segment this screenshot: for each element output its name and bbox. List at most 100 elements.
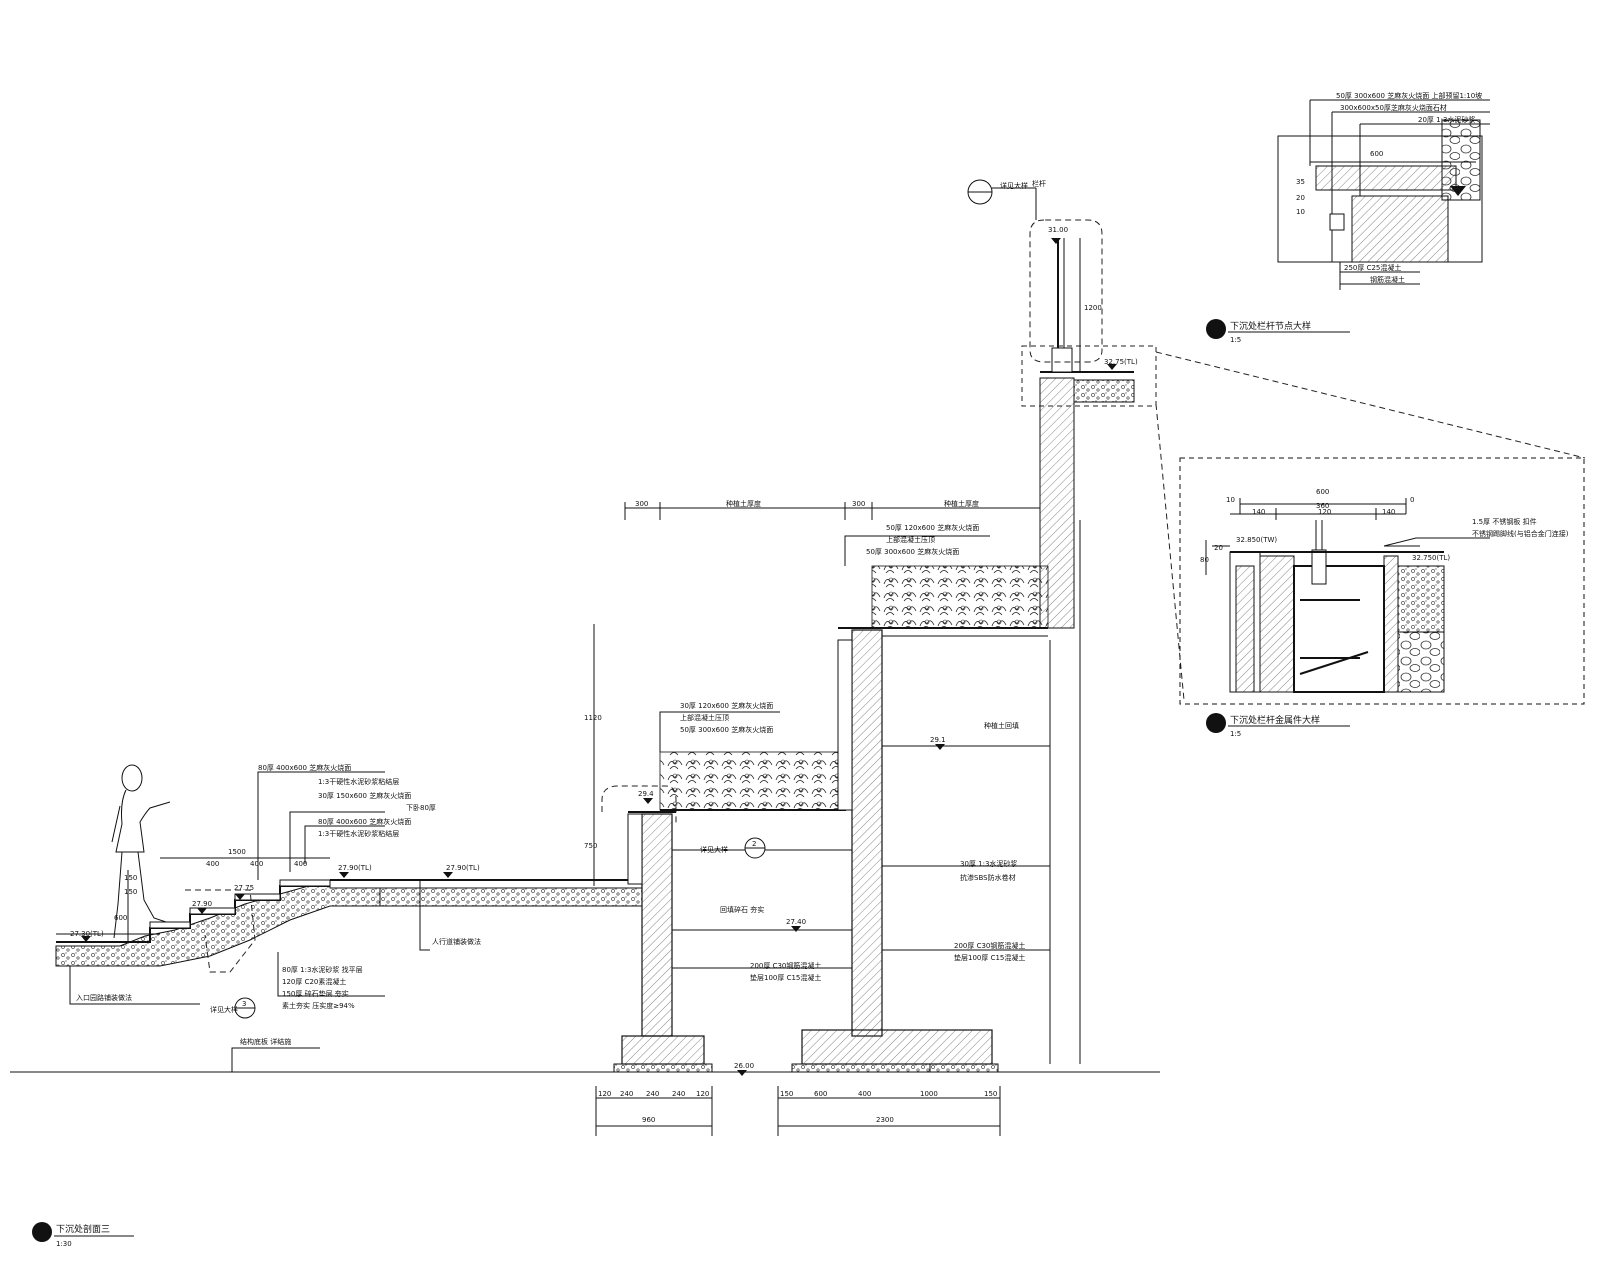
elev-label: 31.00 [1048, 226, 1068, 234]
dim-label: 80 [1200, 556, 1209, 564]
dim-label: 150 [984, 1090, 997, 1098]
dim-label: 10 [1226, 496, 1235, 504]
elev-label: 27.90(TL) [338, 864, 372, 872]
note-label: 200厚 C30钢筋混凝土 [750, 961, 821, 970]
note-label: 30厚 150x600 芝麻灰火烧面 [318, 791, 411, 800]
note-label: 80厚 1:3水泥砂浆 找平层 [282, 965, 363, 974]
dim-label: 150 [124, 888, 137, 896]
dim-label: 360 [1316, 502, 1329, 510]
note-label: 人行道铺装做法 [432, 937, 481, 946]
note-label: 入口园路铺装做法 [76, 993, 132, 1002]
dim-label: 960 [642, 1116, 655, 1124]
detail1-title: 下沉处栏杆节点大样 [1230, 320, 1311, 332]
section-marker-icon [234, 179, 1037, 1019]
dim-label: 1120 [584, 714, 602, 722]
dim-label: 120 [1318, 508, 1331, 516]
leaders [69, 535, 990, 1072]
note-label: 详见大样 [1000, 181, 1028, 190]
elev-label: 27.40 [786, 918, 806, 926]
dim-label: 0 [1410, 496, 1414, 504]
note-label: 50厚 120x600 芝麻灰火烧面 [886, 523, 979, 532]
note-label: 详见大样 [210, 1005, 238, 1014]
note-label: 结构底板 详结施 [240, 1037, 291, 1046]
elev-label: 29.4 [638, 790, 654, 798]
note-label: 300x600x50厚芝麻灰火烧面石材 [1340, 103, 1447, 112]
detail-2 [1179, 457, 1585, 733]
callout-line-1 [1155, 351, 1586, 459]
elev-label: 29.1 [930, 736, 946, 744]
note-label: 钢筋混凝土 [1370, 275, 1405, 284]
dim-label: 240 [620, 1090, 633, 1098]
detail2-scale: 1:5 [1230, 730, 1241, 738]
dim-label: 400 [206, 860, 219, 868]
detail-1 [1206, 99, 1490, 339]
top-wall [882, 219, 1157, 1064]
planter-1 [659, 751, 847, 811]
main-title: 下沉处剖面三 [56, 1223, 110, 1235]
dim-label: 120 [696, 1090, 709, 1098]
dim-label: 240 [646, 1090, 659, 1098]
note-label: 250厚 C25混凝土 [1344, 263, 1401, 272]
dim-label: 600 [1370, 150, 1383, 158]
dim-label: 10 [1296, 208, 1305, 216]
note-label: 1:3干硬性水泥砂浆粘结层 [318, 829, 399, 838]
note-label: 1:3干硬性水泥砂浆粘结层 [318, 777, 399, 786]
elev-label: 27.90(TL) [446, 864, 480, 872]
marker-label: 2 [752, 840, 756, 848]
retaining-wall-2 [791, 627, 999, 1073]
planter-2 [871, 565, 1049, 629]
note-label: 150厚 碎石垫层 夯实 [282, 989, 349, 998]
note-label: 种植土回填 [984, 721, 1019, 730]
elevation-marker-icon [81, 238, 1117, 1076]
detail1-scale: 1:5 [1230, 336, 1241, 344]
note-label: 1.5厚 不锈钢板 扣件 [1472, 517, 1537, 526]
note-label: 抗渗SBS防水卷材 [960, 873, 1016, 882]
dim-label: 400 [250, 860, 263, 868]
dim-label: 20 [1214, 544, 1223, 552]
note-label: 20厚 1:3水泥砂浆 [1418, 115, 1475, 124]
dim-label: 240 [672, 1090, 685, 1098]
note-label: 120厚 C20素混凝土 [282, 977, 346, 986]
dim-label: 150 [124, 874, 137, 882]
dim-label: 600 [114, 914, 127, 922]
note-label: 下卧80厚 [406, 804, 436, 812]
note-label: 素土夯实 压实度≥94% [282, 1001, 355, 1010]
figure-icon [111, 764, 171, 939]
note-label: 80厚 400x600 芝麻灰火烧面 [318, 817, 411, 826]
dim-label: 140 [1252, 508, 1265, 516]
note-label: 80厚 400x600 芝麻灰火烧面 [258, 763, 351, 772]
elev-label: 32.750(TL) [1412, 554, 1450, 562]
dim-label: 300 [635, 500, 648, 508]
note-label: 50厚 300x600 芝麻灰火烧面 上部预留1:10坡 [1336, 91, 1482, 100]
dim-label: 400 [294, 860, 307, 868]
dim-label: 1200 [1084, 304, 1102, 312]
detail2-title: 下沉处栏杆金属件大样 [1230, 714, 1320, 726]
note-label: 垫层100厚 C15混凝土 [750, 973, 821, 982]
note-label: 50厚 300x600 芝麻灰火烧面 [680, 725, 773, 734]
title-marker-icon [32, 1222, 52, 1242]
retaining-wall-1 [601, 785, 713, 1073]
note-label: 栏杆 [1032, 179, 1046, 188]
dim-label: 600 [1316, 488, 1329, 496]
note-label: 详见大样 [700, 845, 728, 854]
note-label: 回填碎石 夯实 [720, 905, 764, 914]
entry-steps [55, 879, 381, 973]
dim-label: 300 [852, 500, 865, 508]
elev-label: 27.90 [192, 900, 212, 908]
dim-label: 150 [780, 1090, 793, 1098]
elev-label: 32.75(TL) [1104, 358, 1138, 366]
note-label: 50厚 300x600 芝麻灰火烧面 [866, 547, 959, 556]
main-scale: 1:30 [56, 1240, 72, 1248]
dim-label: 20 [1296, 194, 1305, 202]
dim-label: 140 [1382, 508, 1395, 516]
marker-label: 3 [242, 1000, 246, 1008]
elev-label: 32.850(TW) [1236, 536, 1277, 544]
note-label: 不锈钢踢脚线(与铝合金门连接) [1472, 529, 1569, 538]
dim-label: 120 [598, 1090, 611, 1098]
dim-label: 1500 [228, 848, 246, 856]
elev-label: 26.00 [734, 1062, 754, 1070]
elev-label: 27.30(TL) [70, 930, 104, 938]
dim-label: 35 [1296, 178, 1305, 186]
dim-label: 1000 [920, 1090, 938, 1098]
